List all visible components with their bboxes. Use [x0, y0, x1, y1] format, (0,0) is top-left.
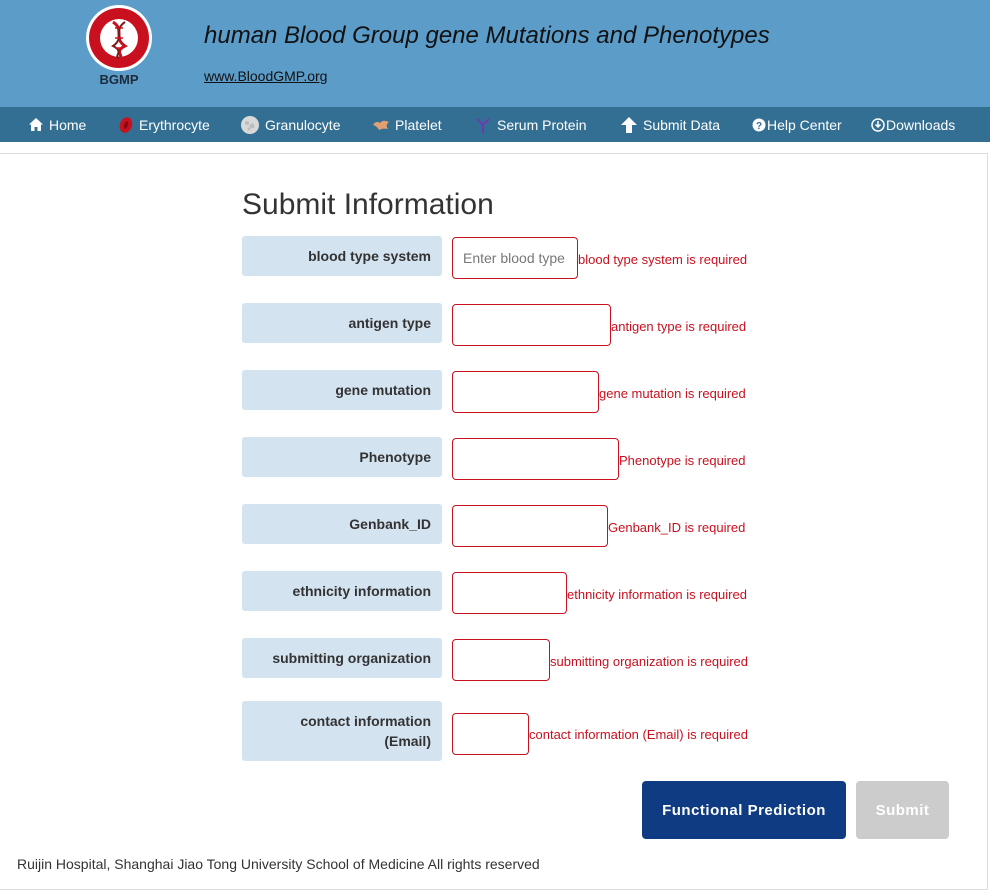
content-panel — [0, 153, 988, 890]
upload-arrow-icon — [621, 116, 637, 133]
submitting-organization-label: submitting organization — [242, 638, 442, 678]
page-title: Submit Information — [242, 188, 494, 221]
submitting-organization-error: submitting organization is required — [550, 654, 748, 669]
phenotype-label: Phenotype — [242, 437, 442, 477]
nav-help-center[interactable]: ? Help Center — [752, 107, 842, 142]
erythrocyte-icon — [119, 116, 133, 133]
granulocyte-icon — [241, 115, 259, 134]
contact-email-input[interactable] — [452, 713, 529, 755]
nav-help-center-label: Help Center — [767, 116, 842, 133]
genbank-id-input[interactable] — [452, 505, 608, 547]
genbank-id-label: Genbank_ID — [242, 504, 442, 544]
nav-home[interactable]: Home — [28, 107, 86, 142]
nav-downloads-label: Downloads — [886, 116, 956, 133]
nav-serum-protein-label: Serum Protein — [497, 116, 587, 133]
gene-mutation-label: gene mutation — [242, 370, 442, 410]
bgmp-logo: BGMP — [84, 4, 154, 88]
gene-mutation-input[interactable] — [452, 371, 599, 413]
svg-text:BGMP: BGMP — [100, 72, 139, 87]
site-url-link[interactable]: www.BloodGMP.org — [204, 68, 328, 84]
submitting-organization-input[interactable] — [452, 639, 550, 681]
question-circle-icon: ? — [752, 118, 766, 132]
nav-erythrocyte[interactable]: Erythrocyte — [118, 107, 210, 142]
nav-serum-protein[interactable]: Serum Protein — [474, 107, 586, 142]
phenotype-error: Phenotype is required — [619, 453, 746, 468]
contact-information-label: contact information (Email) — [242, 701, 442, 761]
antigen-type-input[interactable] — [452, 304, 611, 346]
svg-text:?: ? — [756, 121, 762, 132]
blood-type-system-label: blood type system — [242, 236, 442, 276]
antigen-type-label: antigen type — [242, 303, 442, 343]
site-header: BGMP human Blood Group gene Mutations an… — [0, 0, 990, 107]
phenotype-input[interactable] — [452, 438, 619, 480]
nav-platelet-label: Platelet — [395, 116, 442, 133]
footer-copyright: Ruijin Hospital, Shanghai Jiao Tong Univ… — [17, 856, 540, 872]
nav-downloads[interactable]: Downloads — [871, 107, 955, 142]
contact-information-error: contact information (Email) is required — [529, 727, 748, 742]
nav-erythrocyte-label: Erythrocyte — [139, 116, 210, 133]
nav-granulocyte[interactable]: Granulocyte — [240, 107, 340, 142]
site-title: human Blood Group gene Mutations and Phe… — [204, 22, 770, 49]
nav-platelet[interactable]: Platelet — [372, 107, 442, 142]
serum-protein-icon — [476, 117, 490, 133]
nav-submit-data-label: Submit Data — [643, 116, 721, 133]
submit-button[interactable]: Submit — [856, 781, 949, 839]
main-nav: Home Erythrocyte Granulocyte Platelet Se… — [0, 107, 990, 142]
functional-prediction-button[interactable]: Functional Prediction — [642, 781, 846, 839]
nav-granulocyte-label: Granulocyte — [265, 116, 341, 133]
genbank-id-error: Genbank_ID is required — [608, 520, 746, 535]
blood-type-system-error: blood type system is required — [578, 252, 748, 267]
platelet-icon — [373, 120, 389, 130]
nav-submit-data[interactable]: Submit Data — [620, 107, 720, 142]
ethnicity-information-input[interactable] — [452, 572, 567, 614]
home-icon — [29, 118, 43, 131]
blood-type-system-input[interactable] — [452, 237, 578, 279]
ethnicity-information-error: ethnicity information is required — [567, 587, 747, 602]
nav-home-label: Home — [49, 116, 87, 133]
ethnicity-information-label: ethnicity information — [242, 571, 442, 611]
download-circle-icon — [871, 117, 885, 132]
gene-mutation-error: gene mutation is required — [599, 386, 746, 401]
antigen-type-error: antigen type is required — [611, 319, 747, 334]
